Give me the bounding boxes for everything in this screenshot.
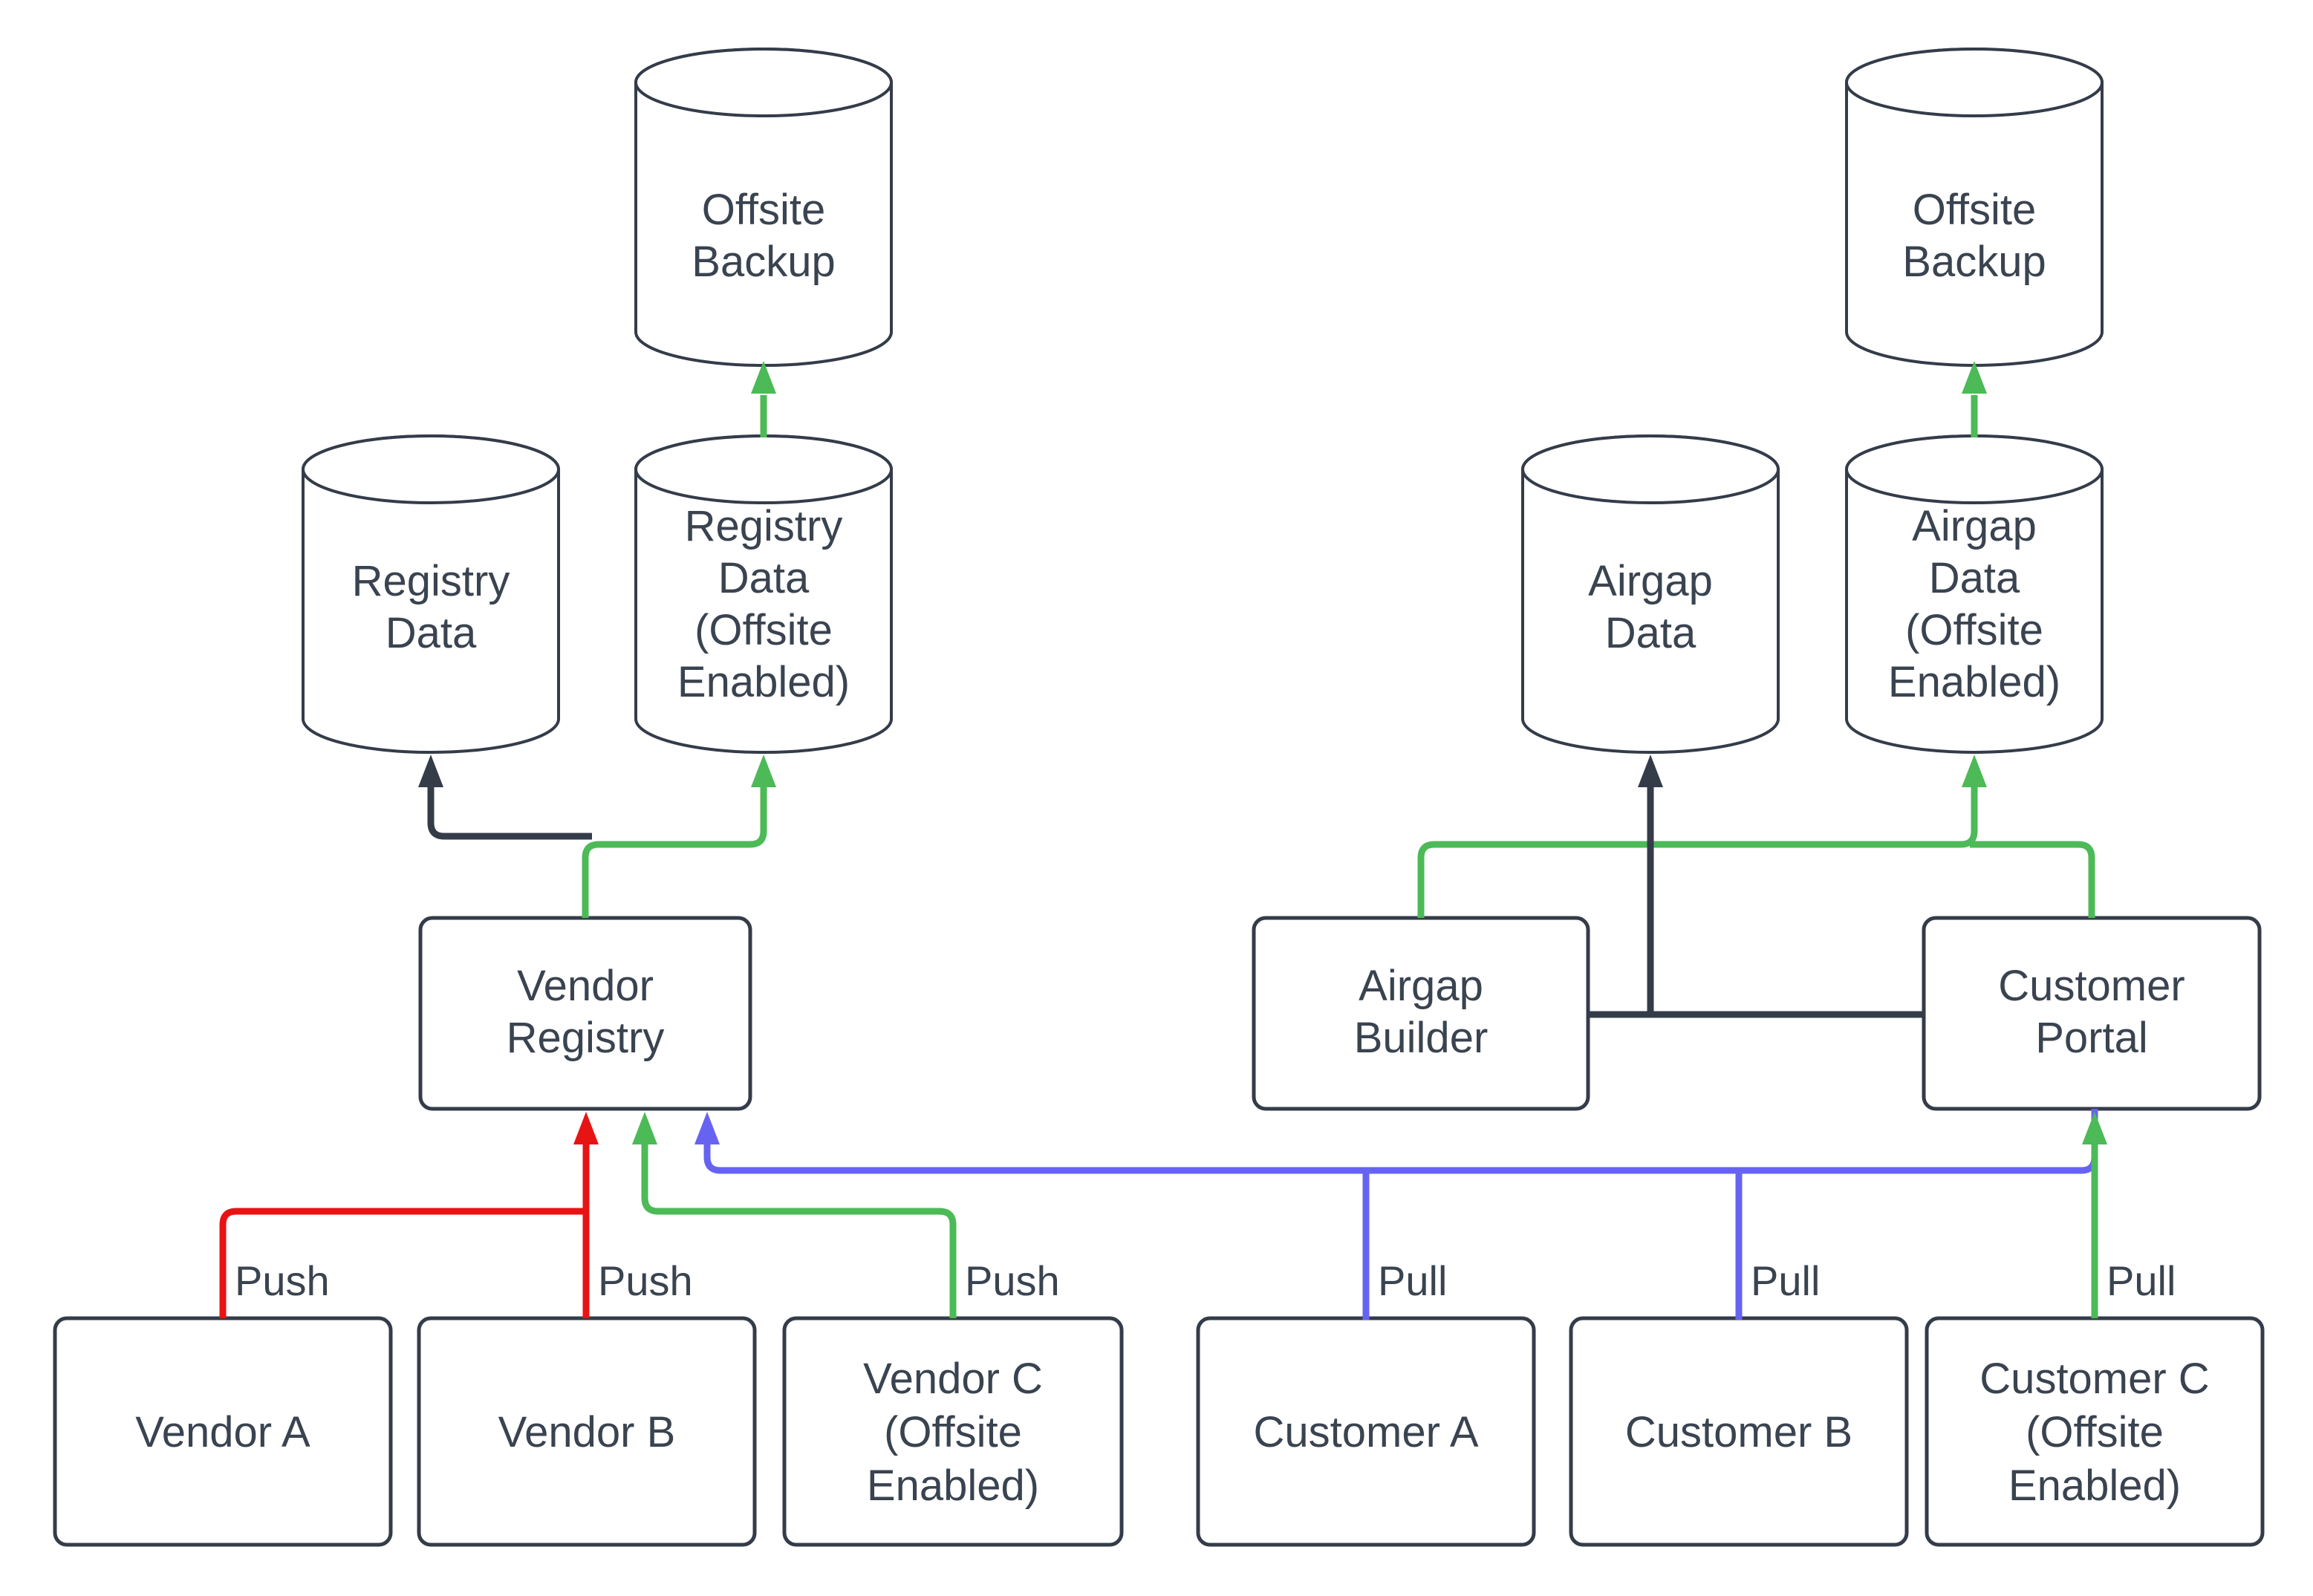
edge-builder-portal-to-airgap-data — [1588, 755, 1924, 1018]
arrowhead-up-icon — [751, 755, 776, 787]
arrowhead-up-icon — [751, 361, 776, 394]
push-label-vendor-a: Push — [235, 1257, 330, 1304]
node-label: Customer A — [1254, 1408, 1479, 1456]
arrowhead-up-icon — [573, 1112, 599, 1144]
node-label: Vendor B — [498, 1408, 676, 1456]
pull-label-customer-a: Pull — [1378, 1257, 1447, 1304]
edge-line — [703, 1109, 2098, 1174]
cylinder-top — [302, 434, 560, 504]
node-vendor-b: Vendor B — [417, 1316, 757, 1547]
edge-builder-portal-to-airgap-data-offsite — [1417, 755, 2095, 918]
pull-label-customer-c: Pull — [2107, 1257, 2176, 1304]
node-customer-b: Customer B — [1569, 1316, 1909, 1547]
arrowhead-up-icon — [694, 1112, 720, 1144]
node-label: Customer B — [1625, 1408, 1852, 1456]
arrowhead-up-icon — [2082, 1112, 2107, 1144]
arrowhead-up-icon — [1962, 755, 1987, 787]
edge-airgap-data-offsite-to-offsite-backup — [1962, 361, 1987, 437]
edge-vendor-a-b-push-to-vendor-registry — [219, 1112, 599, 1318]
node-vendor-a: Vendor A — [53, 1316, 393, 1547]
node-customer-a: Customer A — [1196, 1316, 1536, 1547]
cylinder-top — [1521, 434, 1780, 504]
cylinder-top — [634, 434, 893, 504]
push-label-vendor-b: Push — [598, 1257, 693, 1304]
edge-line — [427, 787, 592, 840]
arrowhead-up-icon — [632, 1112, 657, 1144]
cylinder-top — [1845, 48, 2104, 117]
edge-line — [219, 1208, 586, 1318]
node-label: Vendor A — [135, 1408, 310, 1456]
edge-line — [641, 1144, 957, 1318]
edge-vendor-c-push-to-vendor-registry — [632, 1112, 957, 1318]
edge-customer-c-pull-to-customer-portal — [2082, 1112, 2107, 1318]
arrowhead-up-icon — [1638, 755, 1663, 787]
pull-label-customer-b: Pull — [1751, 1257, 1820, 1304]
edge-line — [1417, 787, 1978, 918]
push-label-vendor-c: Push — [965, 1257, 1060, 1304]
cylinder-top — [634, 48, 893, 117]
edge-vendor-registry-to-registry-data — [418, 755, 592, 840]
edge-line — [582, 787, 767, 918]
edge-line — [1970, 841, 2095, 918]
edge-registry-data-offsite-to-offsite-backup — [751, 361, 776, 437]
arrowhead-up-icon — [1962, 361, 1987, 394]
arrowhead-up-icon — [418, 755, 443, 787]
cylinder-top — [1845, 434, 2104, 504]
edge-vendor-registry-to-registry-data-offsite — [582, 755, 776, 918]
